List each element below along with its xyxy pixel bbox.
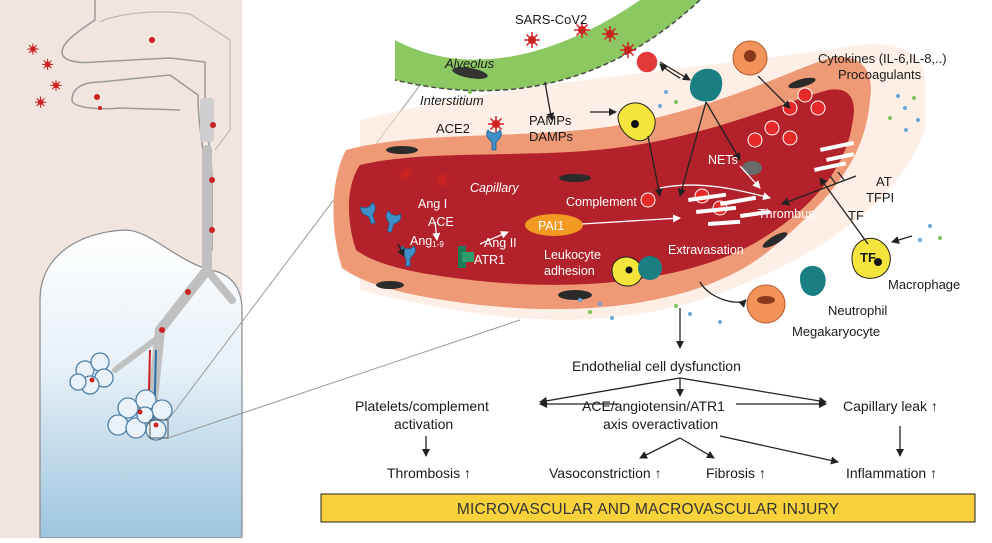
label-nets: NETs bbox=[708, 153, 738, 167]
neutrophil-cell bbox=[800, 265, 826, 296]
label-sars: SARS-CoV2 bbox=[515, 12, 587, 27]
flow-ace-axis-line1: ACE/angiotensin/ATR1 bbox=[582, 398, 725, 414]
inhibition-marks bbox=[829, 171, 845, 185]
label-cytokines: Cytokines (IL-6,IL-8,..) bbox=[818, 51, 947, 66]
bronchus-right bbox=[203, 266, 236, 304]
macrophage-top-nucleus bbox=[631, 120, 639, 128]
label-ace2: ACE2 bbox=[436, 121, 470, 136]
alveolus-wall bbox=[395, 0, 700, 91]
label-macrophage: Macrophage bbox=[888, 277, 960, 292]
vessel-arrows-white bbox=[432, 165, 771, 245]
label-ang19: Ang1-9 bbox=[410, 234, 444, 249]
bronchiole bbox=[112, 337, 158, 373]
label-pamps: PAMPs bbox=[529, 113, 572, 128]
zoom-line-bottom bbox=[167, 319, 521, 439]
flow-capillary-leak: Capillary leak ↑ bbox=[843, 398, 938, 414]
flow-thrombosis: Thrombosis ↑ bbox=[387, 465, 471, 481]
atr1-receptor bbox=[458, 246, 474, 268]
cytokine-dots bbox=[468, 90, 942, 324]
label-leukocyte: Leukocyte bbox=[544, 248, 601, 262]
vessel-panel bbox=[333, 0, 942, 324]
label-damps: DAMPs bbox=[529, 129, 574, 144]
label-tf: TF bbox=[848, 208, 864, 223]
label-adhesion: adhesion bbox=[544, 264, 595, 278]
flowchart: Endothelial cell dysfunction Platelets/c… bbox=[320, 308, 976, 523]
label-ang1: Ang I bbox=[418, 197, 447, 211]
epiglottis bbox=[200, 98, 214, 142]
thrombus-fibrin bbox=[688, 140, 855, 226]
injury-banner bbox=[320, 493, 976, 523]
nets-cell bbox=[742, 161, 762, 175]
label-atr1: ATR1 bbox=[474, 253, 505, 267]
label-interstitium: Interstitium bbox=[420, 93, 484, 108]
flow-fibrosis: Fibrosis ↑ bbox=[706, 465, 766, 481]
megakaryocyte-nucleus bbox=[757, 296, 775, 304]
adhering-leukocyte-teal bbox=[638, 256, 662, 280]
alveoli-cluster-upper bbox=[69, 352, 114, 395]
label-complement: Complement bbox=[566, 195, 637, 209]
pai1-oval bbox=[525, 214, 583, 236]
label-neutrophil: Neutrophil bbox=[828, 303, 887, 318]
head-outline bbox=[99, 11, 231, 151]
label-megakaryocyte: Megakaryocyte bbox=[792, 324, 880, 339]
flow-vasoconstriction: Vasoconstriction ↑ bbox=[549, 465, 662, 481]
flow-inflammation: Inflammation ↑ bbox=[846, 465, 937, 481]
tf-macrophage bbox=[851, 237, 891, 279]
vessel-arrows-dark bbox=[397, 61, 913, 308]
alveoli-cluster-lower bbox=[107, 389, 173, 441]
infected-cell bbox=[635, 50, 659, 74]
label-capillary: Capillary bbox=[470, 181, 519, 195]
label-alveolus: Alveolus bbox=[444, 56, 495, 71]
alveolus-membrane bbox=[394, 0, 701, 92]
flow-platelets-line1: Platelets/complement bbox=[355, 398, 489, 414]
label-procoagulants: Procoagulants bbox=[838, 67, 922, 82]
adhering-leukocyte-nucleus bbox=[625, 266, 633, 274]
label-pai1: PAI1 bbox=[538, 219, 564, 233]
megakaryocyte-top-nucleus bbox=[744, 50, 756, 62]
flow-root: Endothelial cell dysfunction bbox=[572, 358, 741, 374]
monocyte-top bbox=[690, 68, 723, 102]
label-at: AT bbox=[876, 174, 892, 189]
label-tfpi: TFPI bbox=[866, 190, 894, 205]
flow-platelets-line2: activation bbox=[394, 416, 453, 432]
label-ang2: Ang II bbox=[484, 236, 517, 250]
vessel-labels: SARS-CoV2 Alveolus Interstitium ACE2 PAM… bbox=[410, 12, 960, 339]
flow-arrows bbox=[422, 308, 904, 465]
zoom-box bbox=[149, 419, 169, 439]
label-thrombus: Thrombus bbox=[758, 207, 814, 221]
lung-panel bbox=[0, 0, 243, 539]
injury-banner-text: MICROVASCULAR AND MACROVASCULAR INJURY bbox=[457, 501, 839, 518]
alveolus-cell-nucleus bbox=[452, 67, 488, 79]
lung-shape bbox=[39, 229, 243, 539]
label-ace: ACE bbox=[428, 215, 454, 229]
label-tf-cell: TF bbox=[860, 250, 876, 265]
label-extravasation: Extravasation bbox=[668, 243, 744, 257]
airway-red-dots bbox=[89, 37, 216, 428]
tf-macrophage-nucleus bbox=[874, 258, 882, 266]
endothelial-nuclei bbox=[376, 77, 816, 300]
flow-ace-axis-line2: axis overactivation bbox=[603, 416, 718, 432]
